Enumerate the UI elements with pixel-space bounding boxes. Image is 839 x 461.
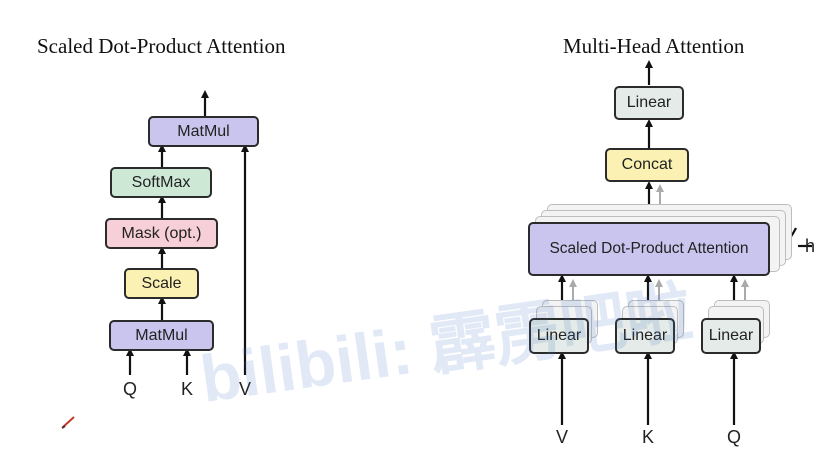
mha-input-q-label: Q bbox=[726, 427, 741, 447]
linear-q-box: Linear bbox=[701, 318, 761, 354]
sdpa-box: Scaled Dot-Product Attention bbox=[528, 222, 770, 276]
mha-input-v-label: V bbox=[555, 427, 568, 447]
matmul-bottom-box: MatMul bbox=[109, 320, 214, 351]
input-v-label: V bbox=[238, 379, 251, 399]
softmax-box: SoftMax bbox=[110, 167, 212, 198]
mha-title: Multi-Head Attention bbox=[563, 34, 745, 58]
matmul-top-box: MatMul bbox=[148, 116, 259, 147]
mask-box: Mask (opt.) bbox=[105, 218, 218, 249]
sdpa-title: Scaled Dot-Product Attention bbox=[37, 34, 286, 58]
mha-input-k-label: K bbox=[641, 427, 654, 447]
linear-output-box: Linear bbox=[614, 86, 684, 120]
input-k-label: K bbox=[180, 379, 193, 399]
scale-box: Scale bbox=[124, 268, 199, 299]
input-q-label: Q bbox=[122, 379, 137, 399]
linear-v-box: Linear bbox=[529, 318, 589, 354]
heads-label: h bbox=[805, 236, 816, 256]
pencil-icon bbox=[61, 416, 75, 429]
concat-box: Concat bbox=[605, 148, 689, 182]
linear-k-box: Linear bbox=[615, 318, 675, 354]
